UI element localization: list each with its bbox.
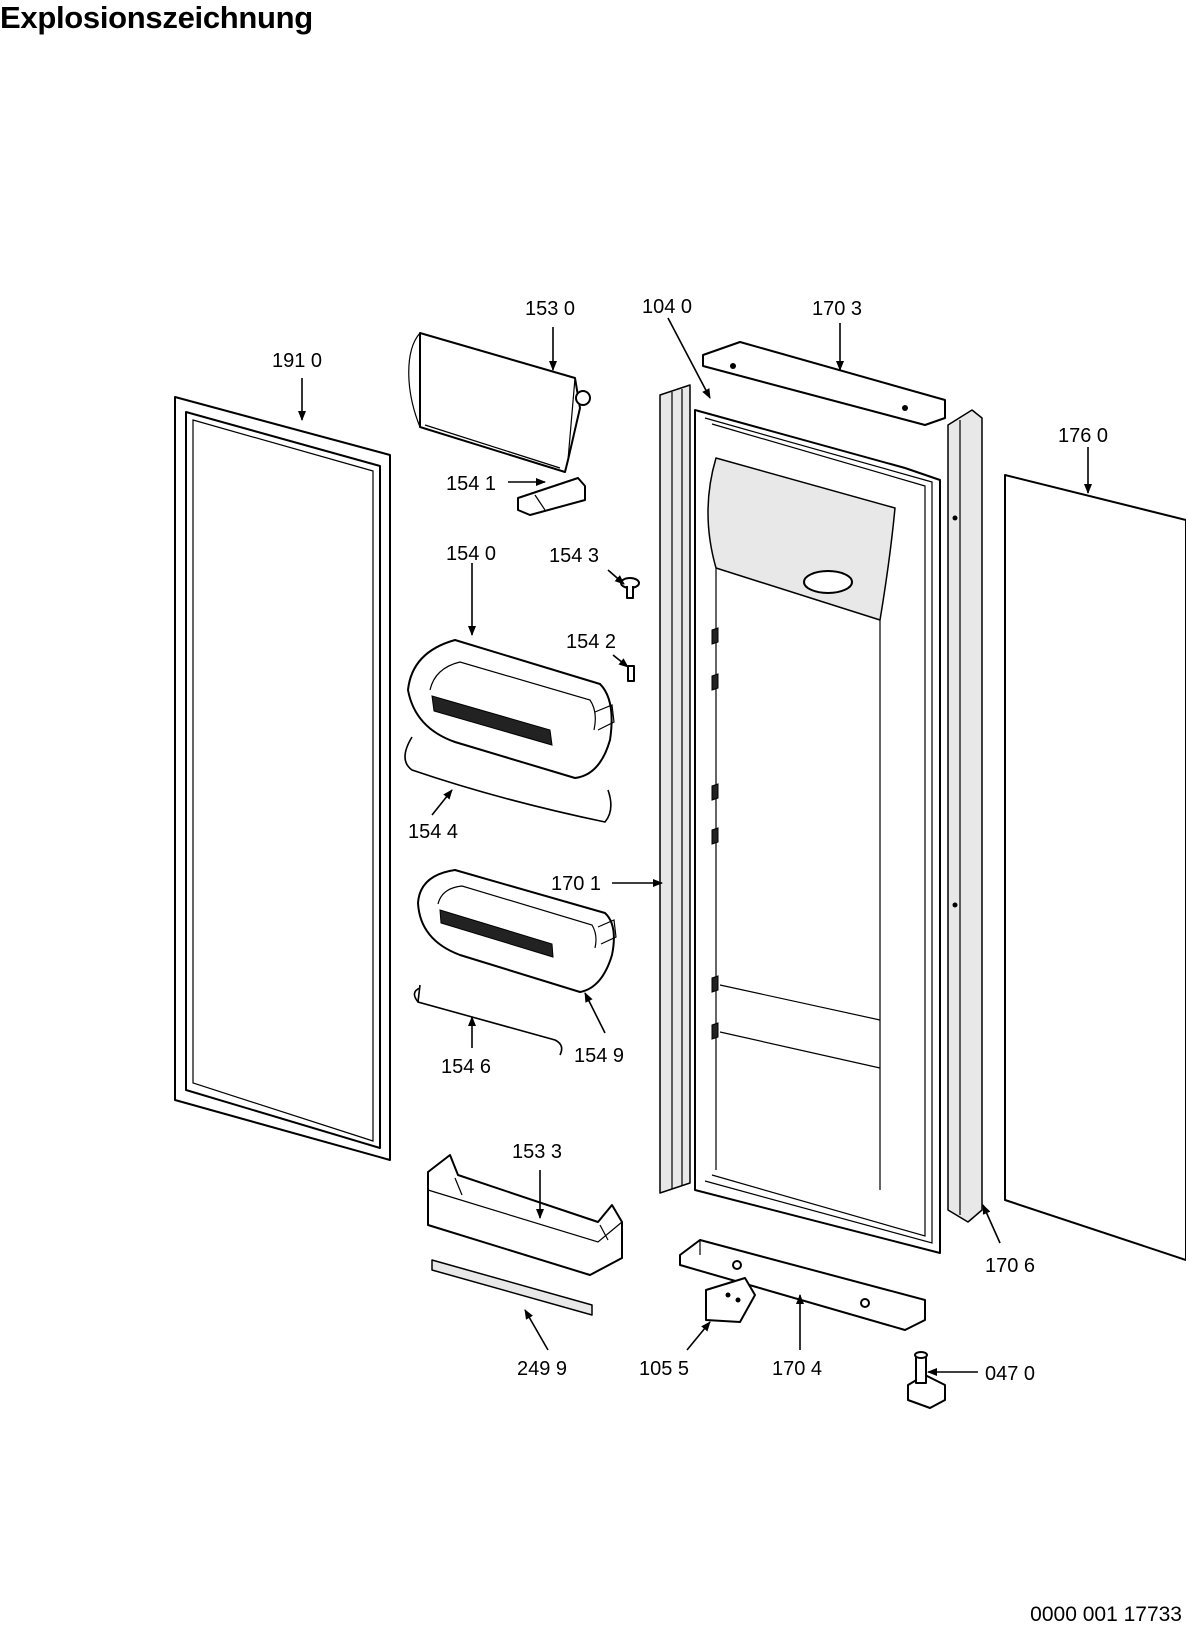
callout-104-0: 104 0 <box>642 296 692 318</box>
document-number: 0000 001 17733 <box>1030 1603 1182 1626</box>
callout-153-0: 153 0 <box>525 298 575 320</box>
part-right-profile <box>947 409 983 1223</box>
callout-249-9: 249 9 <box>517 1358 567 1380</box>
part-door-gasket <box>174 396 391 1161</box>
callout-154-2: 154 2 <box>566 631 616 653</box>
leader-lines <box>298 317 1092 1376</box>
part-small-clip <box>517 477 586 516</box>
part-strip-2499 <box>431 1259 593 1316</box>
page-title: Explosionszeichnung <box>0 0 313 35</box>
callout-154-0: 154 0 <box>446 543 496 565</box>
part-wire-rail-lower <box>413 984 563 1056</box>
part-pin-1542 <box>627 665 635 682</box>
callout-170-1: 170 1 <box>551 873 601 895</box>
part-lower-door-bin <box>417 869 617 993</box>
part-hinge-pin <box>907 1351 946 1409</box>
callout-154-9: 154 9 <box>574 1045 624 1067</box>
callout-153-3: 153 3 <box>512 1141 562 1163</box>
callout-154-3: 154 3 <box>549 545 599 567</box>
callout-105-5: 105 5 <box>639 1358 689 1380</box>
callout-154-4: 154 4 <box>408 821 458 843</box>
callout-170-4: 170 4 <box>772 1358 822 1380</box>
part-upper-door-bin <box>407 639 615 779</box>
part-top-profile <box>702 341 946 426</box>
callout-154-6: 154 6 <box>441 1056 491 1078</box>
callout-170-3: 170 3 <box>812 298 862 320</box>
callout-170-6: 170 6 <box>985 1255 1035 1277</box>
part-bottom-shelf <box>427 1154 623 1276</box>
callout-176-0: 176 0 <box>1058 425 1108 447</box>
part-screw-1543 <box>620 577 640 599</box>
part-wire-rail-upper <box>404 736 612 823</box>
callout-154-1: 154 1 <box>446 473 496 495</box>
part-hinge-bracket <box>705 1277 756 1323</box>
part-top-cover <box>408 332 591 473</box>
part-left-profile <box>659 384 691 1194</box>
part-outer-door-panel <box>1004 474 1186 1261</box>
part-bottom-profile <box>679 1239 926 1331</box>
callout-047-0: 047 0 <box>985 1363 1035 1385</box>
part-inner-door-liner <box>694 409 941 1254</box>
callout-191-0: 191 0 <box>272 350 322 372</box>
